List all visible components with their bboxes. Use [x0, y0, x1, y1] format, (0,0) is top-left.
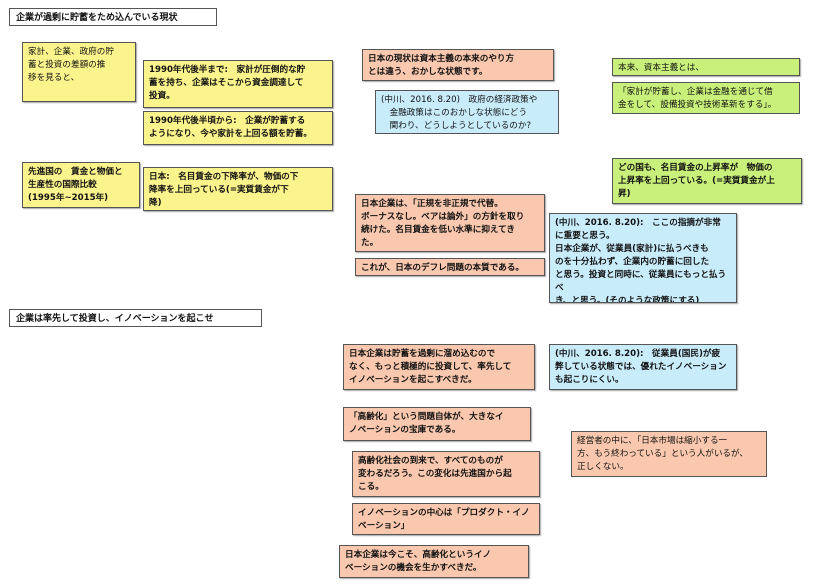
note-aging-treasure: 「高齢化」という問題自体が、大きなイ ノベーションの宝庫である。 [343, 407, 531, 441]
note-japan-status: 日本の現状は資本主義の本来のやり方 とは違う、おかしな状態です。 [362, 49, 554, 81]
note-capitalism-definition: 「家計が貯蓄し、企業は金融を通じて借 金をして、設備投資や技術革新をする」。 [612, 82, 800, 114]
note-invest-more: 日本企業は貯蓄を過剰に溜め込むので なく、もっと積極的に投資して、率先して イノ… [343, 344, 535, 390]
note-developed-compare: 先進国の 賃金と物価と 生産性の国際比較 (1995年~2015年) [22, 162, 140, 208]
note-other-countries: どの国も、名目賃金の上昇率が 物価の 上昇率を上回っている。(=実質賃金が上 昇… [612, 158, 802, 204]
note-nakagawa-exhausted: (中川、2016. 8.20): 従業員(国民)が疲 弊している状態では、優れた… [549, 344, 737, 390]
note-manager-comment: 経営者の中に、「日本市場は縮小する一 方、もう終わっている」という人がいるが、 … [571, 431, 767, 477]
note-nakagawa-important: (中川、2016. 8.20): ここの指摘が非常 に重要と思う。 日本企業が、… [549, 213, 737, 303]
note-from-late90s: 1990年代後半頃から: 企業が貯蓄する ようになり、今や家計を上回る額を貯蓄。 [143, 111, 333, 145]
note-nakagawa-policy: (中川、2016. 8.20) 政府の経済政策や 金融政策はこのおかしな状態にど… [375, 90, 559, 134]
section-heading-savings: 企業が過剰に貯蓄をため込んでいる現状 [9, 8, 217, 26]
note-household-diff: 家計、企業、政府の貯 蓄と投資の差額の推 移を見ると、 [22, 42, 136, 102]
note-seize-aging: 日本企業は今こそ、高齢化というイノ ベーションの機会を生かすべきだ。 [339, 545, 529, 578]
note-japan-wages: 日本: 名目賃金の下降率が、物価の下 降率を上回っている(=実質賃金が下 降) [143, 167, 333, 211]
section-heading-innovation: 企業は率先して投資し、イノベーションを起こせ [9, 309, 262, 327]
note-japan-companies: 日本企業は、「正規を非正規で代替。 ボーナスなし。ベアは論外」の方針を取り 続け… [355, 194, 545, 252]
note-aging-change: 高齢化社会の到来で、すべてのものが 変わるだろう。この変化は先進国から起 こる。 [352, 451, 540, 497]
note-product-innovation: イノベーションの中心は「プロダクト・イノ ベーション」 [352, 503, 540, 535]
note-capitalism-title: 本来、資本主義とは、 [612, 58, 800, 76]
note-deflation: これが、日本のデフレ問題の本質である。 [355, 258, 545, 276]
note-until-late90s: 1990年代後半まで: 家計が圧倒的な貯 蓄を持ち、企業はそこから資金調達して … [143, 60, 333, 108]
